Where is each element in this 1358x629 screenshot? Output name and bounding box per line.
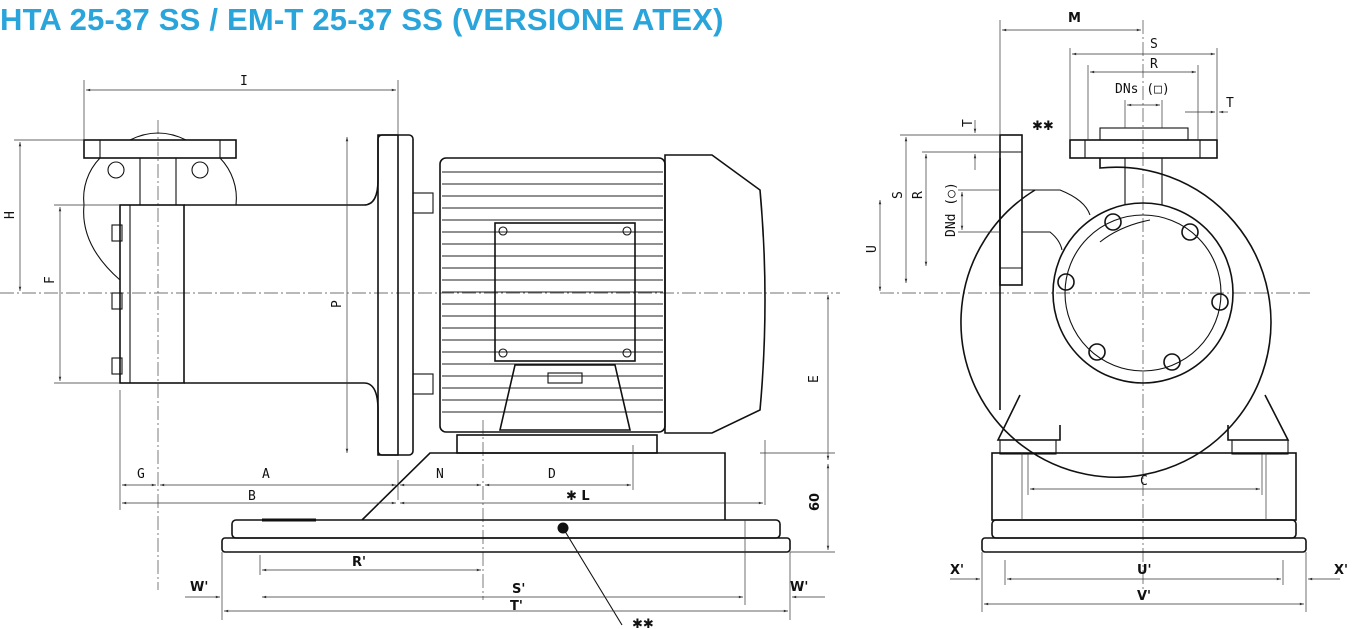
page-title: HTA 25-37 SS / EM-T 25-37 SS (VERSIONE A… [0, 2, 724, 37]
label-double-star-front: ✱✱ [1032, 119, 1054, 134]
label-x-prime-right: X' [1334, 563, 1348, 578]
label-r-prime: R' [352, 555, 366, 570]
label-s-top: S [1150, 37, 1158, 52]
label-a: A [262, 467, 270, 482]
label-s-left: S [891, 191, 906, 199]
label-dns: DNs (□) [1115, 82, 1170, 97]
label-i: I [240, 74, 248, 89]
label-h: H [3, 211, 18, 219]
label-r-top: R [1150, 57, 1158, 72]
label-n: N [436, 467, 444, 482]
front-view: M S R DNs (□) T T ✱✱ S R DNd (○) U C X' … [865, 11, 1348, 612]
label-t-left: T [961, 119, 976, 127]
label-t-prime: T' [510, 599, 523, 614]
label-w-prime-left: W' [190, 580, 208, 595]
label-w-prime-right: W' [790, 580, 808, 595]
label-double-star-side: ✱✱ [632, 617, 654, 629]
label-x-prime-left: X' [950, 563, 964, 578]
label-60: 60 [808, 493, 823, 511]
label-l: ✱ L [566, 489, 590, 504]
label-g: G [137, 467, 145, 482]
label-b: B [248, 489, 256, 504]
label-r-left: R [911, 191, 926, 199]
label-s-prime: S' [512, 582, 525, 597]
label-f: F [43, 276, 58, 284]
label-t-right: T [1226, 96, 1234, 111]
label-e: E [807, 375, 822, 383]
label-d: D [548, 467, 556, 482]
label-c: C [1140, 474, 1148, 489]
label-dnd: DNd (○) [944, 182, 959, 237]
label-u: U [865, 245, 880, 253]
label-m: M [1068, 11, 1081, 26]
label-v-prime: V' [1137, 589, 1151, 604]
label-p: P [330, 300, 345, 308]
side-view: I H F P E G A N D B ✱ L 60 R' W' W' S' T… [0, 74, 840, 629]
label-u-prime: U' [1137, 563, 1152, 578]
